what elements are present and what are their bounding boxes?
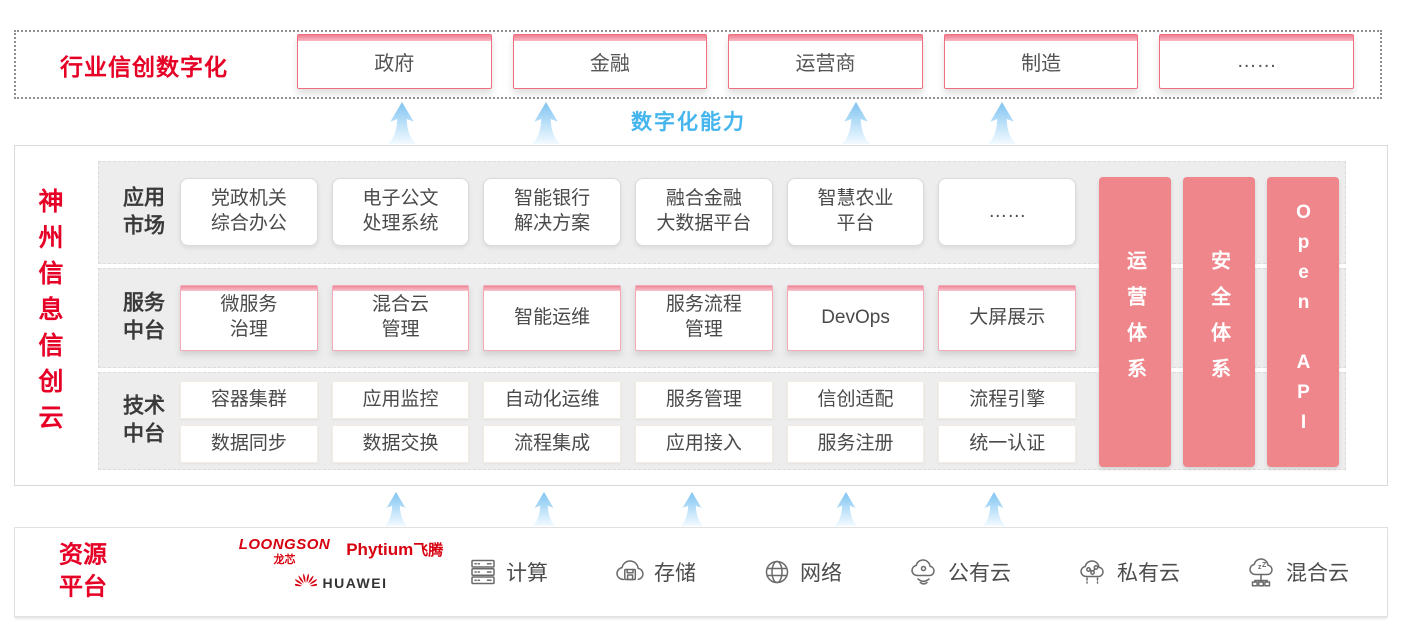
resource-item-label: 网络 xyxy=(800,562,842,585)
up-arrow-icon xyxy=(674,492,710,526)
resource-item-label: 存储 xyxy=(654,562,696,585)
vendor-logos: LOONGSON 龙芯 Phytium 飞腾 xyxy=(201,536,481,595)
tech-platform-row-label: 技术 中台 xyxy=(123,394,165,446)
svg-text:z: z xyxy=(1258,564,1262,571)
private-cloud-icon xyxy=(1080,560,1104,584)
resource-item-label: 私有云 xyxy=(1117,562,1180,585)
service-box-list: 微服务 治理 混合云 管理 智能运维 服务流程 管理 DevOps 大屏展示 xyxy=(180,285,1077,351)
public-cloud-icon xyxy=(911,559,935,585)
up-arrow-icon xyxy=(528,102,564,144)
industry-box-list: 政府 金融 运营商 制造 …… xyxy=(297,34,1354,89)
service-box: 微服务 治理 xyxy=(180,285,318,351)
resource-item-label: 公有云 xyxy=(948,562,1011,585)
sidebar-operation-system: 运营体系 xyxy=(1099,177,1171,467)
up-arrow-icon xyxy=(828,492,864,526)
huawei-logo-text: HUAWEI xyxy=(322,575,388,591)
resource-item-network: 网络 xyxy=(761,556,842,588)
network-icon xyxy=(765,560,789,584)
up-arrow-icon xyxy=(838,102,874,144)
industry-box-label: 金融 xyxy=(589,53,630,75)
resource-panel: 资源 平台 LOONGSON 龙芯 Phytium 飞腾 xyxy=(14,527,1388,617)
tech-box-list-top: 容器集群 应用监控 自动化运维 服务管理 信创适配 流程引擎 xyxy=(180,381,1077,419)
tech-box-list-bottom: 数据同步 数据交换 流程集成 应用接入 服务注册 统一认证 xyxy=(180,425,1077,463)
huawei-flower-icon xyxy=(292,571,319,595)
industry-box-government: 政府 xyxy=(297,34,492,89)
tech-box: 数据同步 xyxy=(180,425,318,463)
industry-box-label: …… xyxy=(1236,50,1277,72)
sidebar-open-api: Open API xyxy=(1267,177,1339,467)
service-box: 混合云 管理 xyxy=(331,285,470,351)
app-box: 智能银行 解决方案 xyxy=(483,178,622,246)
tech-box: 统一认证 xyxy=(938,425,1077,463)
phytium-logo-text: Phytium xyxy=(346,540,414,559)
storage-icon xyxy=(616,560,644,581)
app-box: 融合金融 大数据平台 xyxy=(635,178,773,246)
resource-item-public-cloud: 公有云 xyxy=(907,556,1011,588)
tech-box: 数据交换 xyxy=(331,425,470,463)
tech-box: 自动化运维 xyxy=(483,381,622,419)
sidebar-security-system: 安全体系 xyxy=(1183,177,1255,467)
hybrid-cloud-icon: z Z xyxy=(1249,558,1273,587)
loongson-logo-text: LOONGSON xyxy=(238,536,331,553)
resource-item-label: 混合云 xyxy=(1286,562,1349,585)
industry-box-finance: 金融 xyxy=(512,34,708,89)
app-box: 智慧农业 平台 xyxy=(786,178,925,246)
tech-box: 流程引擎 xyxy=(938,381,1077,419)
tech-box: 信创适配 xyxy=(786,381,925,419)
compute-icon xyxy=(471,559,495,585)
tech-box: 服务管理 xyxy=(635,381,773,419)
industry-box-label: 制造 xyxy=(1021,53,1062,75)
up-arrow-icon xyxy=(384,102,420,144)
up-arrow-icon xyxy=(526,492,562,526)
up-arrow-icon xyxy=(976,492,1012,526)
capability-label: 数字化能力 xyxy=(631,111,746,134)
up-arrow-icon xyxy=(984,102,1020,144)
tech-box: 应用监控 xyxy=(331,381,470,419)
app-box-more: …… xyxy=(938,178,1077,246)
resource-item-label: 计算 xyxy=(506,562,548,585)
app-market-row-label: 应用 市场 xyxy=(123,186,165,238)
platform-panel: 神州信息信创云 应用 市场 党政机关 综合办公 电子公文 处理系统 智能银行 解… xyxy=(14,145,1388,486)
tech-platform-row: 技术 中台 容器集群 应用监控 自动化运维 服务管理 信创适配 流程引擎 数据同… xyxy=(98,372,1346,470)
industry-band: 行业信创数字化 政府 金融 运营商 制造 …… xyxy=(14,30,1382,99)
service-box: 服务流程 管理 xyxy=(635,285,773,351)
industry-box-label: 政府 xyxy=(374,53,415,75)
loongson-logo: LOONGSON 龙芯 xyxy=(239,536,331,567)
up-arrow-icon xyxy=(378,492,414,526)
service-box: 大屏展示 xyxy=(938,285,1077,351)
tech-box: 应用接入 xyxy=(635,425,773,463)
resource-item-list: 计算 存储 网络 公有 xyxy=(467,528,1349,616)
svg-text:Z: Z xyxy=(1262,562,1267,569)
service-box: 智能运维 xyxy=(483,285,622,351)
loongson-logo-subtext: 龙芯 xyxy=(273,554,296,566)
industry-band-title: 行业信创数字化 xyxy=(60,53,228,80)
tech-box: 流程集成 xyxy=(483,425,622,463)
app-market-box-list: 党政机关 综合办公 电子公文 处理系统 智能银行 解决方案 融合金融 大数据平台… xyxy=(180,178,1077,246)
industry-box-telecom: 运营商 xyxy=(728,34,923,89)
resource-item-hybrid-cloud: z Z 混合云 xyxy=(1245,556,1349,588)
industry-box-more: …… xyxy=(1159,34,1354,89)
resource-panel-label: 资源 平台 xyxy=(59,541,107,601)
platform-title: 神州信息信创云 xyxy=(35,188,63,440)
resource-item-private-cloud: 私有云 xyxy=(1076,556,1180,588)
resource-item-storage: 存储 xyxy=(613,556,696,588)
industry-box-manufacturing: 制造 xyxy=(943,34,1139,89)
resource-item-compute: 计算 xyxy=(467,556,548,588)
service-box: DevOps xyxy=(786,285,925,351)
service-platform-row-label: 服务 中台 xyxy=(123,291,165,343)
phytium-logo: Phytium 飞腾 xyxy=(346,539,443,560)
tech-box: 容器集群 xyxy=(180,381,318,419)
app-box: 党政机关 综合办公 xyxy=(180,178,318,246)
tech-box: 服务注册 xyxy=(786,425,925,463)
phytium-logo-subtext: 飞腾 xyxy=(413,542,444,559)
app-box: 电子公文 处理系统 xyxy=(331,178,470,246)
industry-box-label: 运营商 xyxy=(795,53,856,75)
